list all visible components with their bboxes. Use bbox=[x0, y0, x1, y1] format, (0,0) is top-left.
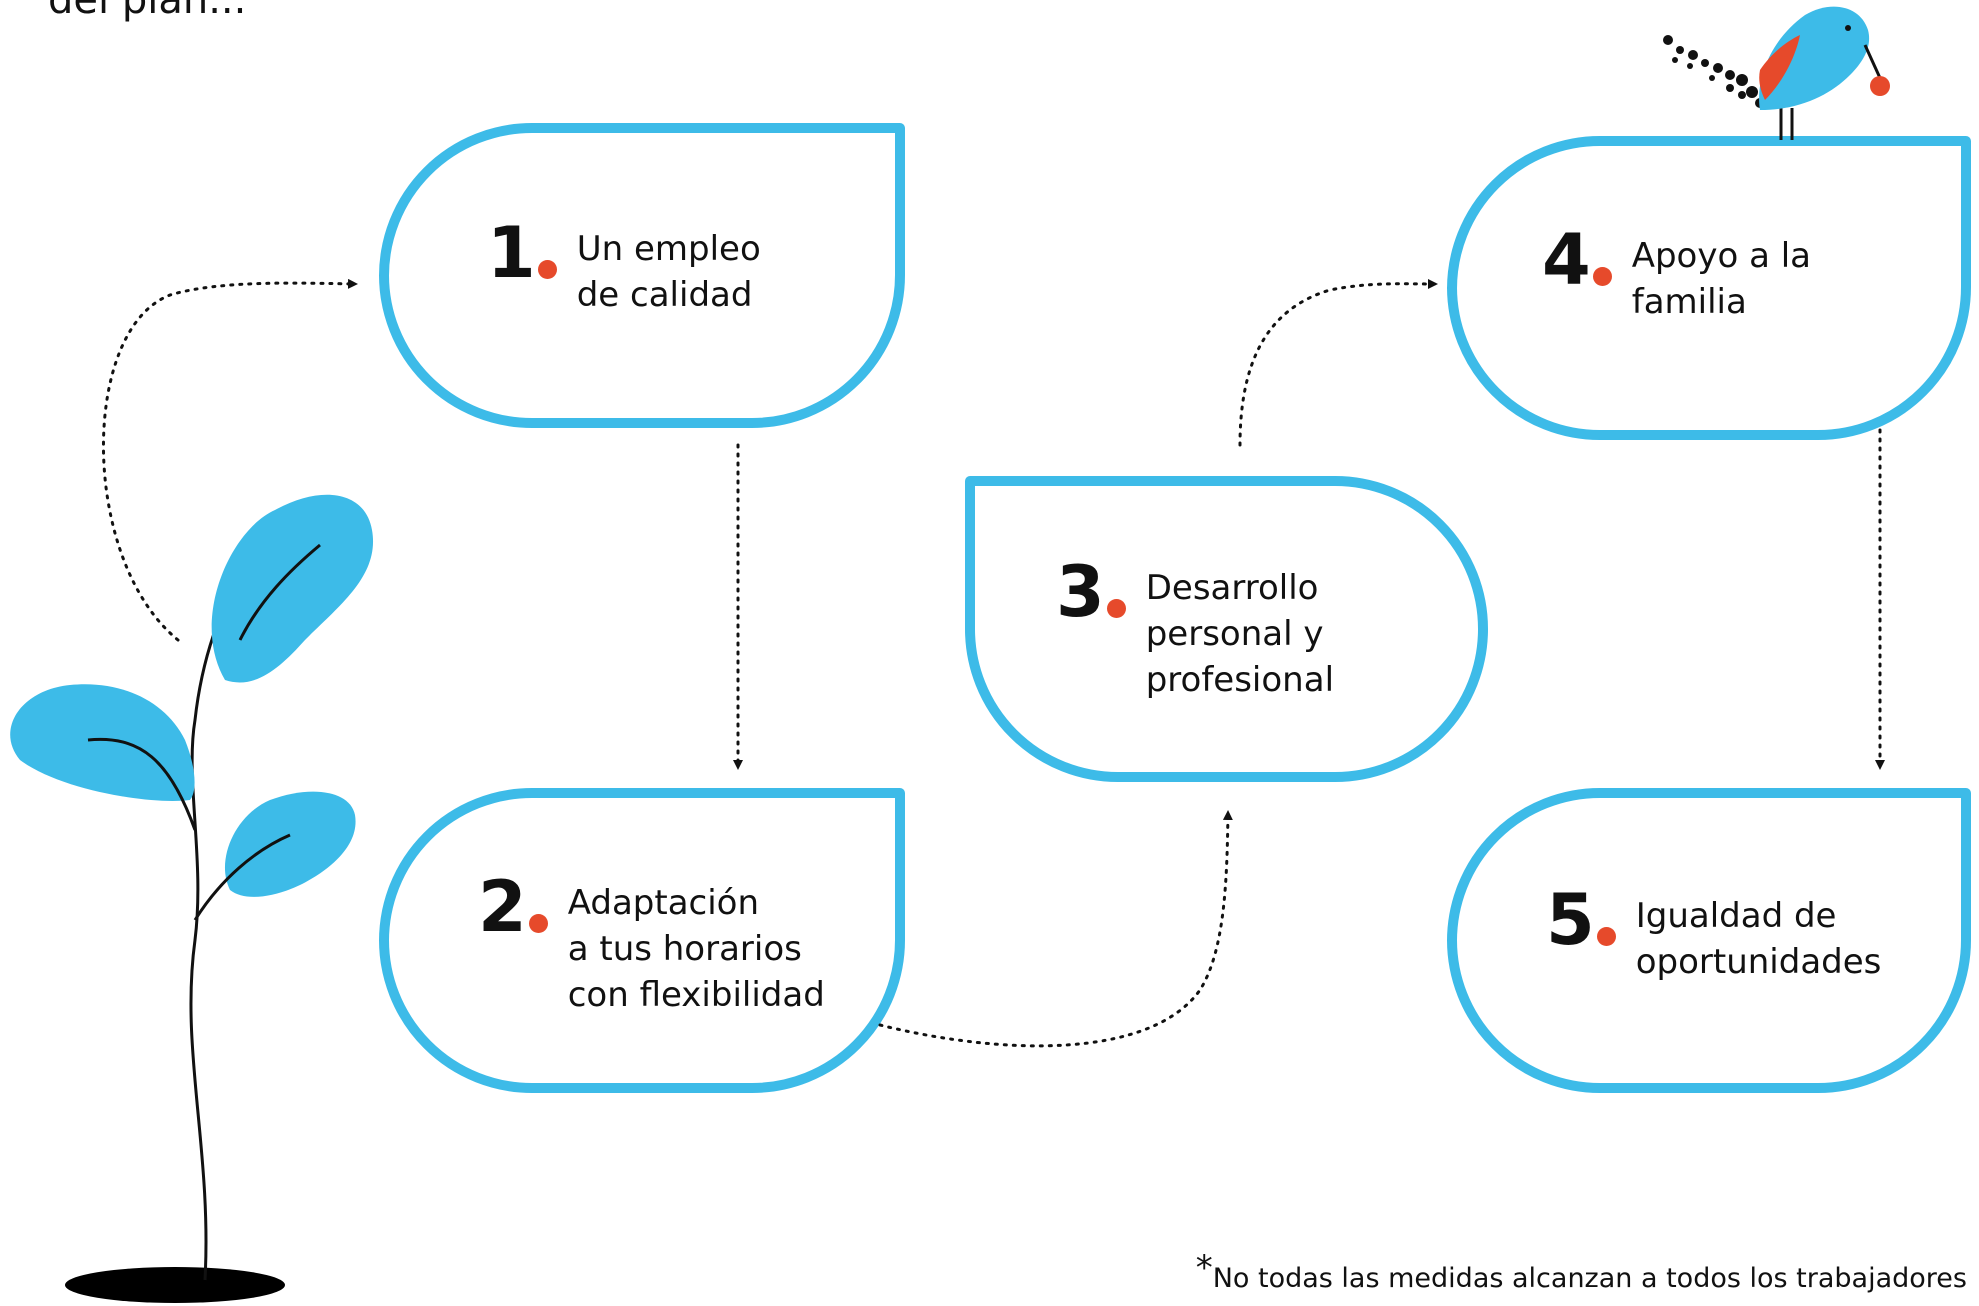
step-4: 4 Apoyo a la familia bbox=[1542, 225, 1811, 325]
bullet-dot-icon bbox=[1106, 599, 1126, 618]
intro-text: del plan... bbox=[48, 0, 247, 23]
step-label: Apoyo a la familia bbox=[1631, 236, 1812, 322]
step-number: 2 bbox=[478, 866, 527, 948]
arrow-3-to-4 bbox=[1238, 278, 1438, 447]
step-3: 3 Desarrollo personal y profesional bbox=[1056, 557, 1334, 703]
bullet-dot-icon bbox=[1596, 927, 1616, 946]
step-label: Un empleo de calidad bbox=[576, 229, 761, 315]
bullet-dot-icon bbox=[537, 260, 557, 279]
step-2: 2 Adaptación a tus horarios con flexibil… bbox=[478, 872, 825, 1018]
step-1: 1 Un empleo de calidad bbox=[487, 218, 761, 318]
footnote-text: No todas las medidas alcanzan a todos lo… bbox=[1212, 1263, 1967, 1294]
step-label: Igualdad de oportunidades bbox=[1635, 896, 1882, 982]
plant-sprout-icon bbox=[10, 494, 374, 1303]
footnote: *No todas las medidas alcanzan a todos l… bbox=[1196, 1248, 1967, 1294]
step-number: 3 bbox=[1056, 551, 1105, 633]
step-5: 5 Igualdad de oportunidades bbox=[1546, 885, 1881, 985]
plant-soil bbox=[65, 1267, 285, 1303]
bullet-dot-icon bbox=[1592, 267, 1612, 286]
step-box-4 bbox=[1447, 136, 1971, 440]
plant-leaf-top bbox=[211, 494, 374, 683]
bird-beak bbox=[1863, 44, 1882, 79]
step-box-2 bbox=[379, 788, 905, 1093]
step-number: 1 bbox=[487, 212, 536, 294]
plant-leaf-right-vein bbox=[193, 833, 291, 921]
step-box-3 bbox=[965, 476, 1488, 782]
bird-wing bbox=[1759, 35, 1800, 100]
step-number: 4 bbox=[1542, 219, 1591, 301]
plant-leaf-top-vein bbox=[238, 543, 321, 641]
step-label: Desarrollo personal y profesional bbox=[1145, 568, 1335, 700]
bird-tail-dots bbox=[1663, 35, 1765, 108]
step-box-5 bbox=[1447, 788, 1971, 1093]
bird-berry bbox=[1870, 76, 1890, 96]
step-box-1 bbox=[379, 123, 905, 428]
bird-eye bbox=[1845, 25, 1851, 31]
arrow-2-to-3 bbox=[878, 810, 1233, 1048]
bird-icon bbox=[1663, 6, 1890, 140]
plant-leaf-right bbox=[224, 791, 356, 897]
step-number: 5 bbox=[1546, 879, 1595, 961]
footnote-marker: * bbox=[1195, 1248, 1213, 1288]
step-label: Adaptación a tus horarios con flexibilid… bbox=[567, 883, 825, 1015]
plant-leaf-left bbox=[10, 684, 195, 801]
bullet-dot-icon bbox=[528, 914, 548, 933]
plant-leaf-left-vein bbox=[87, 737, 197, 831]
bird-body bbox=[1759, 6, 1870, 110]
